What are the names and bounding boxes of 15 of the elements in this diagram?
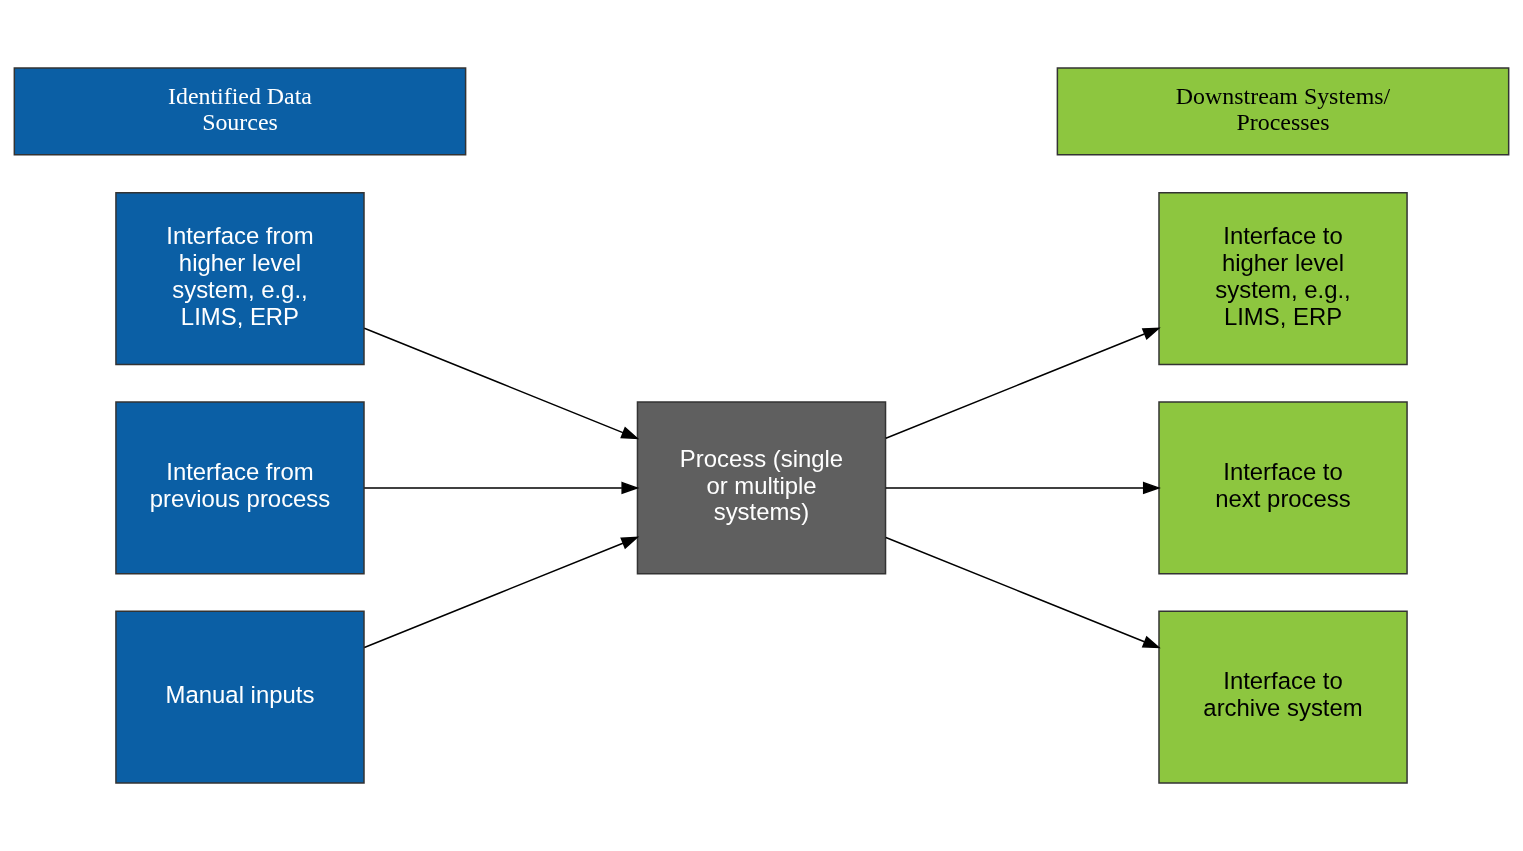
arrow bbox=[885, 327, 1161, 440]
node-box: Downstream Systems/ Processes bbox=[1056, 67, 1510, 156]
arrow bbox=[363, 481, 640, 495]
arrow bbox=[363, 536, 640, 649]
arrow bbox=[885, 536, 1161, 649]
node-box: Interface to higher level system, e.g., LIMS, ERP bbox=[1158, 192, 1408, 366]
node-box: Manual inputs bbox=[115, 610, 365, 784]
node-box: Process (single or multiple systems) bbox=[636, 401, 887, 575]
node-box: Interface from previous process bbox=[115, 401, 365, 575]
node-box: Interface to archive system bbox=[1158, 610, 1408, 784]
node-box: Identified Data Sources bbox=[13, 67, 467, 156]
node-box: Interface to next process bbox=[1158, 401, 1408, 575]
arrow bbox=[885, 481, 1161, 495]
node-box: Interface from higher level system, e.g., LIMS, ERP bbox=[115, 192, 365, 366]
arrow bbox=[363, 327, 640, 440]
